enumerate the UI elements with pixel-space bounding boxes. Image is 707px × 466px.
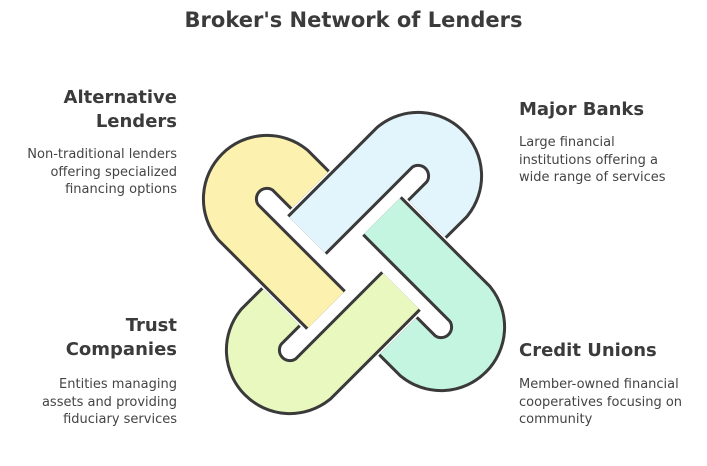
link-fill (289, 113, 481, 253)
link-credit-unions (362, 196, 507, 393)
link-trust-companies (224, 271, 421, 416)
link-alternative-lenders (201, 133, 346, 330)
desc-credit-unions: Member-owned financial cooperatives focu… (519, 377, 683, 427)
link-fill (227, 273, 419, 413)
heading-trust-companies: Trust Companies (65, 315, 177, 360)
desc-trust-companies: Entities managing assets and providing f… (41, 377, 177, 427)
heading-alternative-lenders: Alternative Lenders (63, 87, 177, 132)
desc-alternative-lenders: Non-traditional lenders offering special… (27, 147, 177, 197)
heading-credit-unions: Credit Unions (519, 340, 657, 361)
link-major-banks (287, 110, 484, 255)
link-fill (364, 198, 504, 390)
desc-major-banks: Large financial institutions offering a … (519, 135, 666, 185)
diagram-title: Broker's Network of Lenders (184, 8, 523, 32)
heading-major-banks: Major Banks (519, 99, 645, 120)
link-fill (204, 136, 344, 328)
